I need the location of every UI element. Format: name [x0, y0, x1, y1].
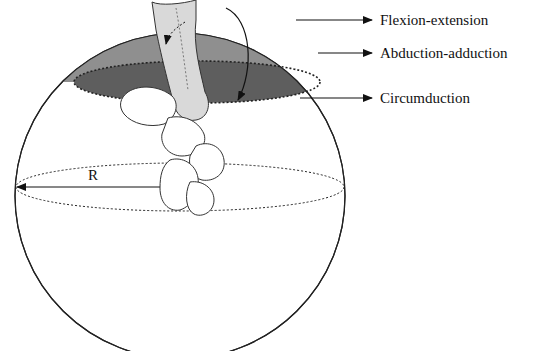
motion-label: Flexion-extension	[380, 11, 488, 29]
motion-label: Circumduction	[380, 89, 470, 107]
leader-arrow	[296, 19, 372, 20]
bone-drawing	[121, 0, 225, 215]
motion-arrow	[166, 22, 185, 44]
motion-arrow	[226, 8, 248, 100]
leader-arrow	[300, 97, 372, 98]
radius-arrow	[22, 187, 178, 188]
radius-label: R	[88, 166, 98, 184]
motion-label: Abduction-adduction	[380, 44, 507, 62]
leader-arrow	[318, 52, 372, 53]
